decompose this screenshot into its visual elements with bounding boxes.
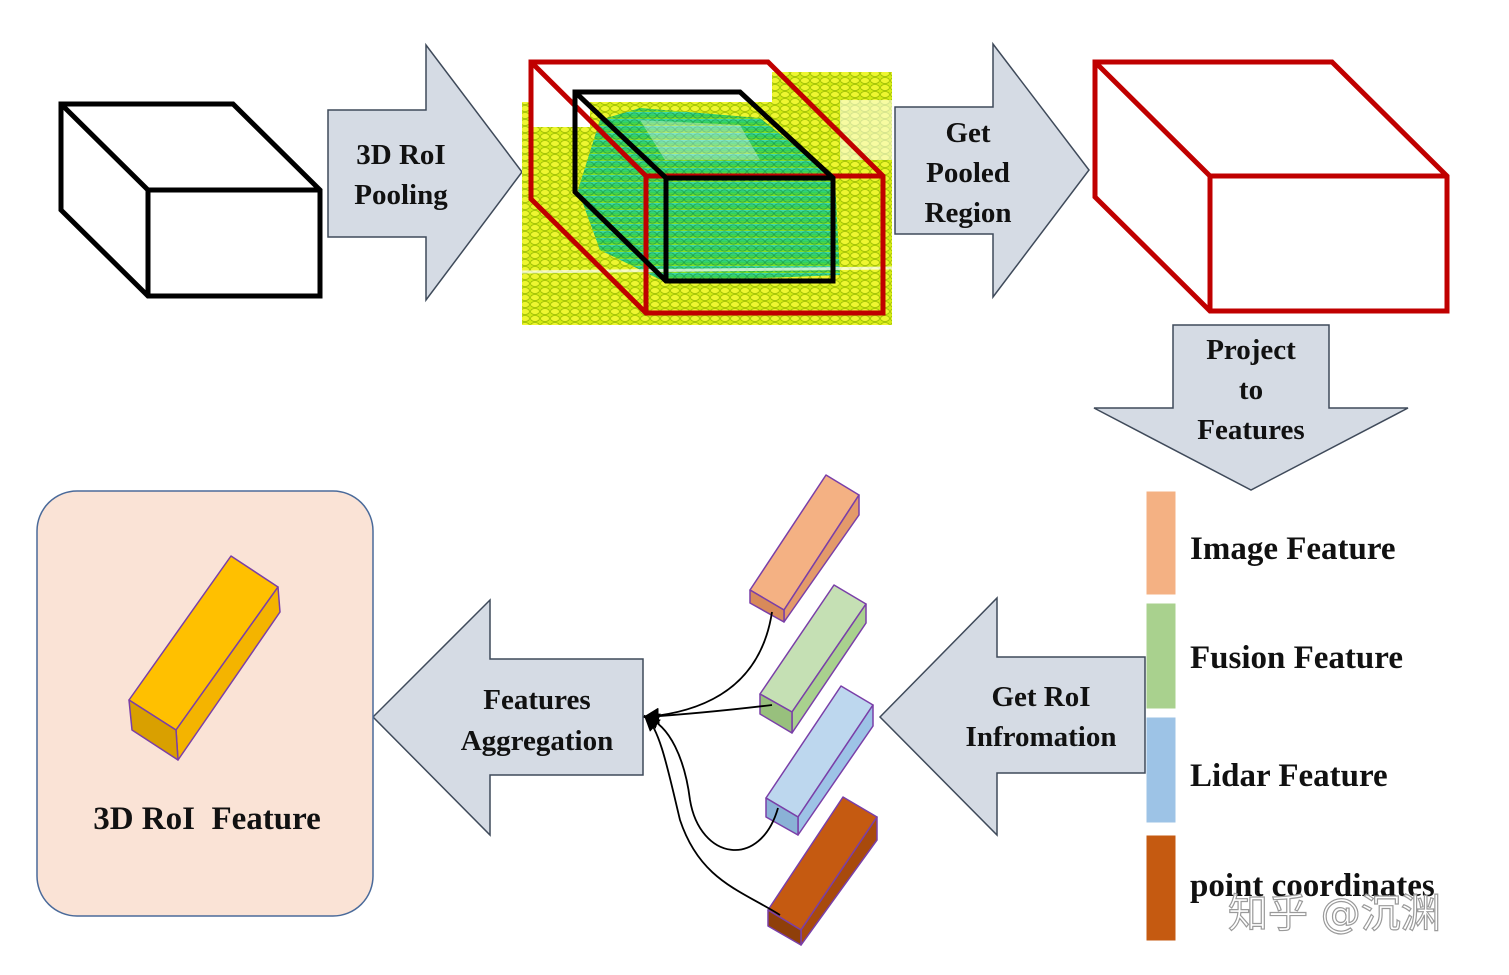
- legend-swatch-point-coordinates: [1146, 835, 1176, 941]
- aggregation-label-2: Aggregation: [461, 725, 614, 757]
- get-roi-label-1: Get RoI: [991, 681, 1090, 713]
- project-to-features-arrow: Project to Features: [1093, 324, 1409, 491]
- get-pooled-label-3: Region: [925, 197, 1012, 229]
- feature-bar-fusion-icon: [759, 584, 867, 734]
- legend-swatch-lidar-feature: [1146, 717, 1176, 823]
- roi-feature-label: 3D RoI Feature: [93, 801, 321, 837]
- feature-legend: Image Feature Fusion Feature Lidar Featu…: [1146, 491, 1435, 941]
- pooled-region-3d-box-icon: [1092, 59, 1450, 314]
- watermark: 知乎 @沉渊: [1228, 891, 1441, 937]
- roi-feature-bar-icon: [128, 555, 281, 761]
- input-3d-box-icon: [58, 101, 323, 299]
- roi-pooling-label-2: Pooling: [354, 179, 448, 211]
- feature-bar-image-icon: [749, 474, 860, 623]
- roi-feature-panel: 3D RoI Feature: [36, 490, 374, 917]
- get-pooled-label-2: Pooled: [926, 157, 1010, 189]
- features-aggregation-arrow: Features Aggregation: [371, 598, 644, 837]
- get-pooled-label-1: Get: [945, 117, 990, 149]
- point-cloud-car-image: [521, 59, 893, 325]
- aggregation-label-1: Features: [483, 684, 590, 716]
- feature-bar-point-coordinates-icon: [767, 796, 878, 946]
- project-label-2: to: [1239, 374, 1263, 406]
- aggregation-connectors: [642, 611, 781, 916]
- get-roi-information-arrow: Get RoI Infromation: [878, 596, 1146, 837]
- project-label-3: Features: [1197, 414, 1304, 446]
- legend-swatch-image-feature: [1146, 491, 1176, 595]
- project-label-1: Project: [1206, 334, 1296, 366]
- legend-label-lidar-feature: Lidar Feature: [1190, 758, 1388, 794]
- legend-label-fusion-feature: Fusion Feature: [1190, 640, 1403, 676]
- legend-label-point-coordinates: point coordinates: [1190, 868, 1435, 904]
- get-roi-label-2: Infromation: [966, 721, 1117, 753]
- feature-bar-lidar-icon: [765, 685, 874, 836]
- legend-label-image-feature: Image Feature: [1190, 531, 1396, 567]
- legend-swatch-fusion-feature: [1146, 603, 1176, 709]
- roi-pooling-label-1: 3D RoI: [356, 139, 445, 171]
- get-pooled-region-arrow: Get Pooled Region: [894, 41, 1090, 300]
- roi-pooling-arrow: 3D RoI Pooling: [327, 42, 523, 303]
